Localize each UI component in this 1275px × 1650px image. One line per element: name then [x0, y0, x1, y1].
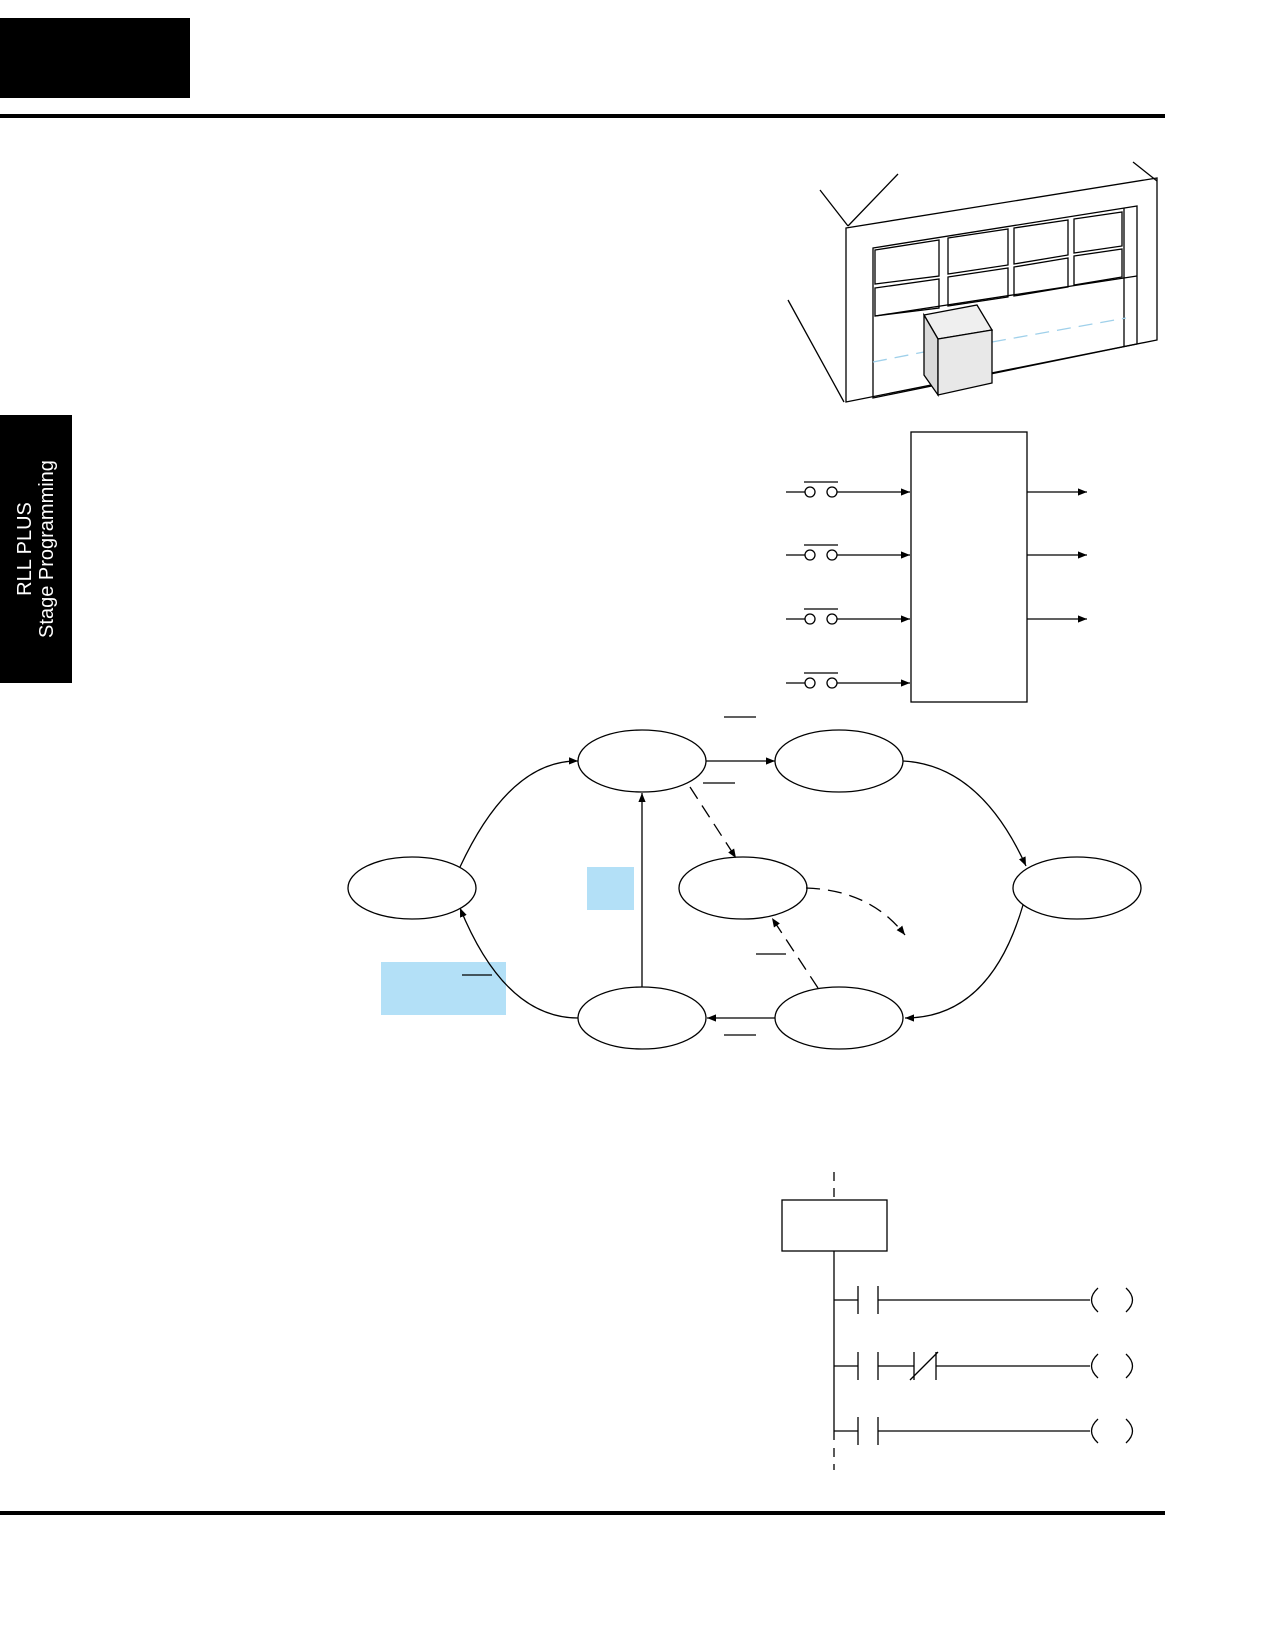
light-beam-right: [991, 317, 1127, 343]
transition-bottom-middle-to-left: [459, 907, 579, 1019]
stage-ladder-diagram: [781, 1172, 1134, 1470]
coil: [1090, 1287, 1099, 1313]
garage-window: [947, 267, 1009, 307]
garage-window: [1073, 211, 1123, 254]
garage-roof-line-back: [819, 189, 849, 227]
controller-box: [910, 431, 1028, 703]
rung-3: [834, 1417, 1134, 1445]
state-left: [347, 856, 477, 920]
input-switch-3: [786, 608, 910, 625]
dashed-transition-top-to-center: [689, 786, 737, 859]
light-beam-left: [872, 351, 925, 363]
state-top-right: [774, 729, 904, 793]
state-bottom-right: [774, 986, 904, 1050]
input-switch-4: [786, 672, 910, 689]
controller-block-diagram: [786, 431, 1087, 703]
obstruction-box: [922, 304, 994, 398]
garage-window: [947, 228, 1009, 275]
garage-door-windows: [874, 211, 1123, 317]
state-transition-diagram: [347, 716, 1142, 1050]
state-bottom-middle: [577, 986, 707, 1050]
garage-illustration: [787, 161, 1158, 403]
garage-window: [874, 239, 940, 285]
state-center: [678, 856, 808, 920]
garage-door-panel-line: [874, 275, 1138, 317]
coil: [1090, 1418, 1099, 1444]
garage-roof-line-left: [847, 173, 899, 227]
input-switch-2: [786, 544, 910, 561]
dashed-transition-bottom-to-center: [771, 917, 819, 989]
garage-roof-line-right: [1132, 161, 1158, 182]
garage-window: [1073, 248, 1123, 286]
state-right: [1012, 856, 1142, 920]
footer-rule: [0, 1511, 1165, 1515]
chapter-tab-block: [0, 18, 190, 98]
header-rule: [0, 114, 1165, 118]
garage-front-wall: [845, 177, 1158, 403]
rung-1: [834, 1286, 1134, 1314]
stage-box: [781, 1199, 888, 1252]
transition-left-to-top-middle: [459, 757, 579, 868]
transition-right-to-bottom-right: [904, 904, 1024, 1022]
input-switch-1: [786, 481, 910, 498]
state-top-middle: [577, 729, 707, 793]
garage-ground-line: [787, 299, 845, 403]
rung-2: [834, 1351, 1134, 1381]
garage-door-frame: [872, 205, 1138, 399]
garage-window: [1013, 219, 1069, 265]
highlight-box-small: [587, 867, 634, 910]
side-tab: [0, 415, 72, 683]
transition-top-right-to-right: [902, 760, 1027, 867]
garage-window: [874, 278, 940, 317]
dashed-transition-center-out: [805, 887, 906, 936]
coil: [1090, 1353, 1099, 1379]
highlight-box-wide: [381, 962, 506, 1015]
